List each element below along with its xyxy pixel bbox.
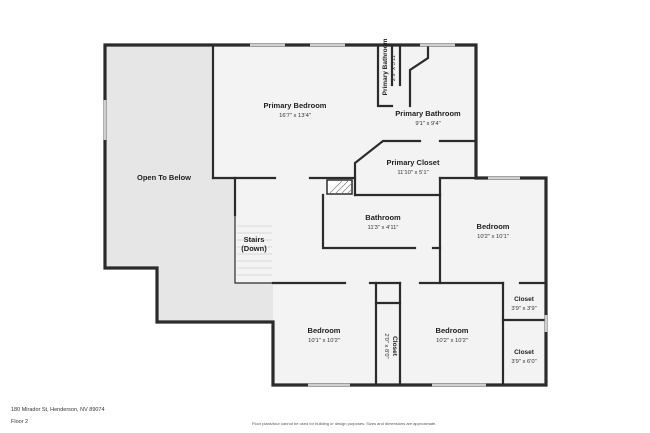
primary-bedroom-label: Primary Bedroom [264, 101, 327, 110]
open-to-below-label: Open To Below [137, 173, 191, 182]
closet-top-right-label: Closet [514, 296, 535, 303]
open-to-below-area [105, 45, 273, 322]
bedroom-bottom-right-label: Bedroom [436, 326, 469, 335]
closet-top-right-dim: 3'9" x 3'9" [511, 306, 536, 312]
primary-bathroom-small-dim: 2'9" x 5'11" [391, 53, 397, 81]
closet-middle-dim: 2'0" x 8'0" [383, 333, 389, 358]
doors [277, 139, 518, 285]
closet-middle-label: Closet [391, 336, 398, 357]
bathroom-label: Bathroom [365, 213, 401, 222]
stairs-direction-label: (Down) [241, 244, 267, 253]
bathroom-dim: 11'3" x 4'11" [368, 225, 399, 231]
upper-floor-area [213, 45, 546, 385]
stairs-label: Stairs [244, 235, 265, 244]
walls [103, 43, 548, 387]
property-address: 180 Mirador St, Henderson, NV 89074 [11, 407, 105, 413]
floor-label: Floor 2 [11, 419, 29, 425]
closet-bottom-right-label: Closet [514, 349, 535, 356]
primary-bathroom-small-label: Primary Bathroom [382, 38, 389, 95]
floor-fills [105, 45, 546, 385]
hatched-shaft [326, 179, 353, 195]
bedroom-right-label: Bedroom [477, 222, 510, 231]
primary-bedroom-dim: 16'7" x 13'4" [279, 113, 311, 119]
bedroom-bottom-right-dim: 10'2" x 10'2" [436, 338, 468, 344]
windows [103, 43, 548, 387]
bedroom-right-dim: 10'2" x 10'1" [477, 234, 509, 240]
room-labels: Open To Below Primary Bedroom 16'7" x 13… [137, 38, 537, 365]
disclaimer-text: Floor plans/tour cannot be used for buil… [252, 421, 437, 426]
stairs-treads [237, 225, 272, 276]
bedroom-bottom-left-label: Bedroom [308, 326, 341, 335]
primary-closet-label: Primary Closet [387, 158, 440, 167]
bedroom-bottom-left-dim: 10'1" x 10'2" [308, 338, 340, 344]
primary-bathroom-label: Primary Bathroom [395, 109, 461, 118]
closet-bottom-right-dim: 3'9" x 6'0" [511, 359, 536, 365]
primary-bathroom-dim: 9'1" x 9'4" [415, 121, 440, 127]
primary-closet-dim: 11'10" x 5'1" [397, 170, 428, 176]
